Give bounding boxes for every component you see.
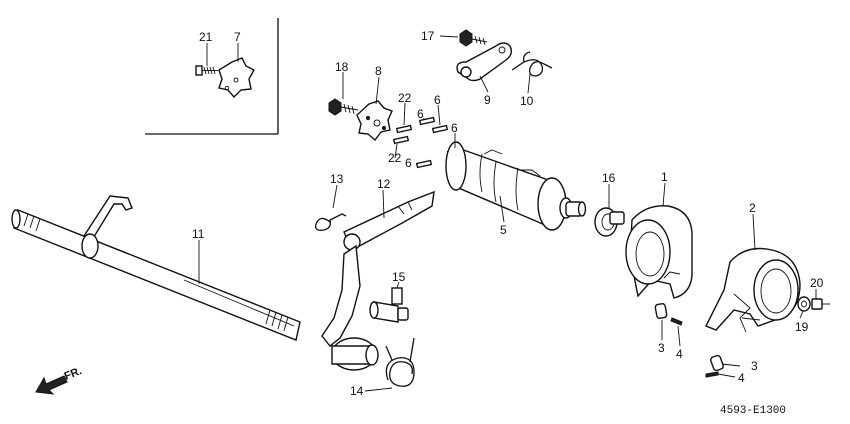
callout-20: 20 [810, 276, 824, 290]
part-8-star-plate [356, 100, 393, 142]
callout-6-right: 6 [451, 121, 458, 135]
callout-13: 13 [330, 172, 344, 186]
callout-15: 15 [392, 270, 406, 284]
part-7-star-plate [218, 57, 255, 99]
callout-17: 17 [421, 29, 435, 43]
callout-14: 14 [350, 384, 364, 398]
part-15-pivot-bolt [369, 287, 409, 323]
callout-9: 9 [484, 93, 491, 107]
part-16-washer [594, 207, 625, 237]
callout-22-lower: 22 [388, 151, 402, 165]
part-19-washer [797, 296, 811, 312]
callouts: 21 7 18 8 22 6 6 6 22 6 17 9 10 5 16 1 2… [63, 29, 824, 417]
callout-19: 19 [795, 320, 809, 334]
part-3-pin-upper [654, 303, 668, 319]
callout-1: 1 [661, 170, 668, 184]
inset-frame [145, 18, 279, 135]
callout-8: 8 [375, 64, 382, 78]
part-11-shift-shaft [11, 195, 301, 341]
callout-4-upper: 4 [676, 347, 683, 361]
callout-10: 10 [520, 94, 534, 108]
part-5-shift-drum [445, 141, 587, 231]
part-13-clip [315, 213, 347, 232]
part-2-shift-fork [705, 247, 801, 333]
callout-5: 5 [500, 223, 507, 237]
callout-12: 12 [377, 177, 391, 191]
callout-22-upper: 22 [398, 91, 412, 105]
callout-18: 18 [335, 60, 349, 74]
callout-16: 16 [602, 171, 616, 185]
callout-6-upper-right: 6 [434, 93, 441, 107]
part-18-bolt [328, 98, 359, 116]
callout-7: 7 [234, 30, 241, 44]
callout-6-upper-left: 6 [417, 107, 424, 121]
callout-3-upper: 3 [658, 341, 665, 355]
part-12-shift-arm [321, 190, 435, 371]
front-direction-arrow [35, 375, 68, 395]
part-14-return-spring [385, 337, 415, 387]
part-3-pin-lower [710, 354, 724, 372]
direction-label: FR. [63, 365, 84, 383]
part-10-spring [511, 51, 553, 77]
callout-2: 2 [749, 201, 756, 215]
callout-4-lower: 4 [738, 371, 745, 385]
part-21-bolt [195, 65, 218, 76]
part-4-clip-lower [705, 371, 719, 378]
diagram-code: 4593-E1300 [720, 405, 786, 417]
part-1-shift-fork [625, 205, 693, 299]
callout-21: 21 [199, 30, 213, 44]
callout-11: 11 [192, 227, 205, 241]
leader-lines [198, 35, 817, 392]
part-9-stopper-arm [456, 42, 513, 82]
part-17-bolt [459, 29, 488, 47]
callout-3-lower: 3 [751, 359, 758, 373]
part-4-clip-upper [670, 317, 683, 326]
part-20-bolt [811, 298, 830, 310]
callout-6-lower: 6 [405, 156, 412, 170]
